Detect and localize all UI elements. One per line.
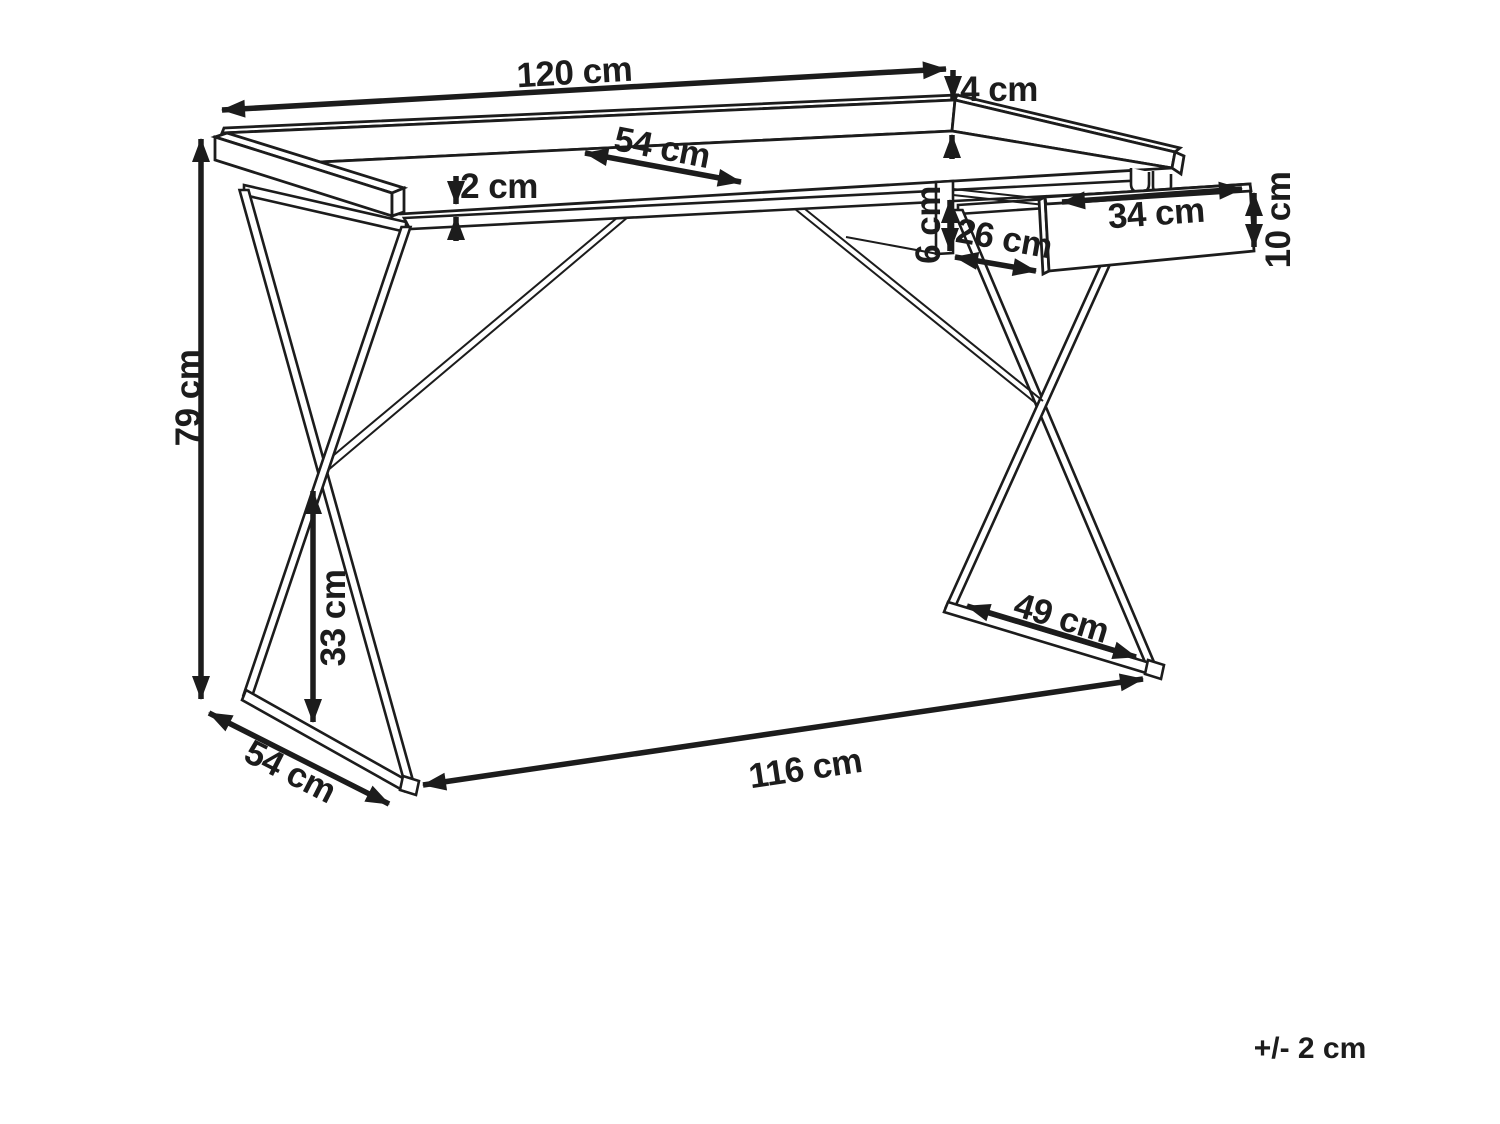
dim-label-drawer-width: 34 cm xyxy=(1107,191,1206,237)
support-rod-right xyxy=(799,204,1044,402)
dimension-annotations: 120 cm 4 cm 54 cm 2 cm 6 cm 26 cm 34 cm … xyxy=(169,50,1366,1065)
dimension-arrow-foot-right xyxy=(966,603,1137,660)
dimension-arrow-drawer-depth xyxy=(954,252,1037,276)
dim-label-drawer-height: 10 cm xyxy=(1259,172,1298,269)
right-leg-foot-cap xyxy=(1143,658,1166,681)
right-front-corner-cap xyxy=(1170,150,1186,177)
left-lip-end-cap xyxy=(390,185,406,218)
dim-label-frame-tube: 2 cm xyxy=(460,167,538,206)
dim-label-height: 79 cm xyxy=(169,350,208,447)
drawer-back-inner-edge xyxy=(952,194,1046,206)
drawer-hook-left xyxy=(1129,168,1151,194)
dimension-arrow-top-depth xyxy=(584,148,742,187)
drawer-slide-line xyxy=(845,236,939,255)
left-leg-foot-cap xyxy=(398,774,421,797)
dim-label-hanger: 6 cm xyxy=(909,186,948,264)
dimension-arrow-base-width xyxy=(422,673,1144,791)
dim-label-top-width: 120 cm xyxy=(515,50,633,96)
support-rod-left xyxy=(321,211,625,466)
tolerance-note: +/- 2 cm xyxy=(1254,1032,1367,1065)
support-rods xyxy=(321,204,1044,472)
support-rod-right-edge xyxy=(794,208,1039,406)
dimension-arrow-drawer-width xyxy=(1061,181,1243,210)
drawer-back-top-edge xyxy=(952,188,1046,200)
dimension-arrow-top-width xyxy=(221,61,947,118)
support-rod-left-edge xyxy=(326,216,629,472)
dim-label-base-width: 116 cm xyxy=(746,741,864,796)
left-leg-frame xyxy=(237,183,421,797)
dimension-arrow-base-depth xyxy=(207,710,391,807)
dim-label-leg-clearance: 33 cm xyxy=(314,570,353,667)
dim-label-lip-height: 4 cm xyxy=(960,70,1038,109)
